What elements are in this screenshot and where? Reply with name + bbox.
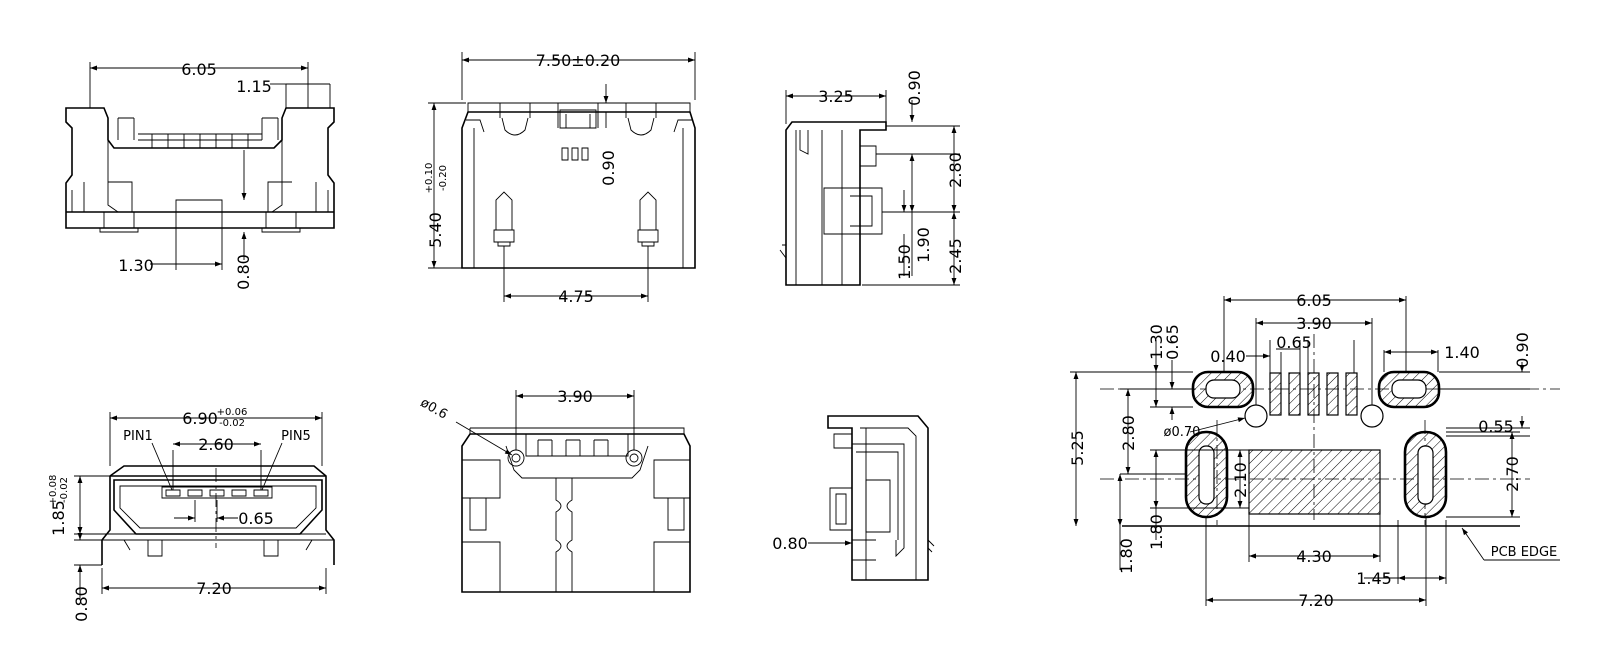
dim-v4-height-tol-minus: -0.02 (59, 477, 70, 503)
dim-fp-180a: 1.80 (1117, 538, 1136, 574)
dim-fp-width: 6.05 (1296, 291, 1332, 310)
view-mating-face: 6.90 +0.06 -0.02 PIN1 PIN5 2.60 0.65 1.8… (48, 407, 335, 622)
dim-v5-span: 3.90 (557, 387, 593, 406)
dim-fp-pads: 3.90 (1296, 314, 1332, 333)
dim-v4-pitch: 0.65 (238, 509, 274, 528)
dim-fp-090: 0.90 (1513, 332, 1532, 368)
dim-v4-base: 7.20 (196, 579, 232, 598)
label-pcb-edge: PCB EDGE (1491, 545, 1557, 560)
dim-v1-side: 1.15 (236, 77, 272, 96)
dim-v3-h190: 1.90 (914, 227, 933, 263)
dim-v4-pin-span: 2.60 (198, 435, 234, 454)
dim-v5-hole: ø0.6 (418, 395, 450, 422)
dim-v4-height-tol-plus: +0.08 (48, 475, 59, 506)
view-bottom: 3.90 ø0.6 (418, 387, 691, 593)
dim-fp-055: 0.55 (1478, 417, 1514, 436)
dim-fp-tab: 1.40 (1444, 343, 1480, 362)
dim-v6-step: 0.80 (772, 534, 808, 553)
dim-v3-flange: 0.90 (905, 70, 924, 106)
dim-v3-h245: 2.45 (946, 238, 965, 274)
view-top: 7.50±0.20 5.40 +0.10 -0.20 0.90 4.75 (424, 51, 696, 306)
dim-fp-210: 2.10 (1231, 462, 1250, 498)
footprint-hole-left (1244, 404, 1268, 428)
dim-fp-pitch: 0.65 (1276, 333, 1312, 352)
view-side: 3.25 0.90 2.80 2.45 1.90 1.50 (779, 70, 965, 286)
footprint-hole-right (1360, 404, 1384, 428)
dim-v4-width: 6.90 (182, 409, 218, 428)
dim-fp-145: 1.45 (1356, 569, 1392, 588)
label-pin5: PIN5 (281, 429, 311, 444)
dim-v3-top: 3.25 (818, 87, 854, 106)
label-pin1: PIN1 (123, 429, 153, 444)
view-pcb-footprint: 6.05 3.90 0.40 0.65 1.40 0.90 0.55 2.70 (1068, 291, 1560, 610)
dim-fp-hole: ø0.70 (1164, 425, 1201, 440)
dim-fp-180b: 1.80 (1147, 514, 1166, 550)
dim-fp-065: 0.65 (1163, 324, 1182, 360)
dim-v2-pin-gap: 0.90 (599, 150, 618, 186)
dim-v1-width: 6.05 (181, 60, 217, 79)
footprint-signal-pad (1269, 372, 1282, 416)
dim-v2-depth: 5.40 (426, 212, 445, 248)
dim-v1-height: 0.80 (234, 254, 253, 290)
dim-v4-width-tol-minus: -0.02 (219, 418, 245, 429)
dim-fp-525: 5.25 (1068, 430, 1087, 466)
dim-v3-h280: 2.80 (946, 152, 965, 188)
view-front-top: 6.05 1.15 1.30 0.80 (65, 60, 335, 290)
dim-v4-foot: 0.80 (72, 586, 91, 622)
dim-v2-tab-span: 4.75 (558, 287, 594, 306)
dim-v2-depth-tol-plus: +0.10 (424, 163, 435, 194)
dim-v4-height: 1.85 (49, 500, 68, 536)
footprint-signal-pad (1288, 372, 1301, 416)
dim-fp-130: 1.30 (1147, 324, 1166, 360)
dim-v4-width-tol-plus: +0.06 (217, 407, 248, 418)
footprint-signal-pad (1345, 372, 1358, 416)
footprint-center-pad (1248, 449, 1381, 515)
dim-v2-width: 7.50±0.20 (536, 51, 621, 70)
dim-v1-slot: 1.30 (118, 256, 154, 275)
dim-fp-430: 4.30 (1296, 547, 1332, 566)
dim-fp-270: 2.70 (1503, 456, 1522, 492)
dim-fp-280: 2.80 (1119, 415, 1138, 451)
dim-fp-pad-w: 0.40 (1210, 347, 1246, 366)
dim-v3-h150: 1.50 (895, 244, 914, 280)
view-side-section: 0.80 (772, 415, 935, 581)
footprint-signal-pad (1326, 372, 1339, 416)
footprint-signal-pad (1307, 372, 1320, 416)
dim-fp-720: 7.20 (1298, 591, 1334, 610)
dim-v2-depth-tol-minus: -0.20 (438, 165, 449, 191)
